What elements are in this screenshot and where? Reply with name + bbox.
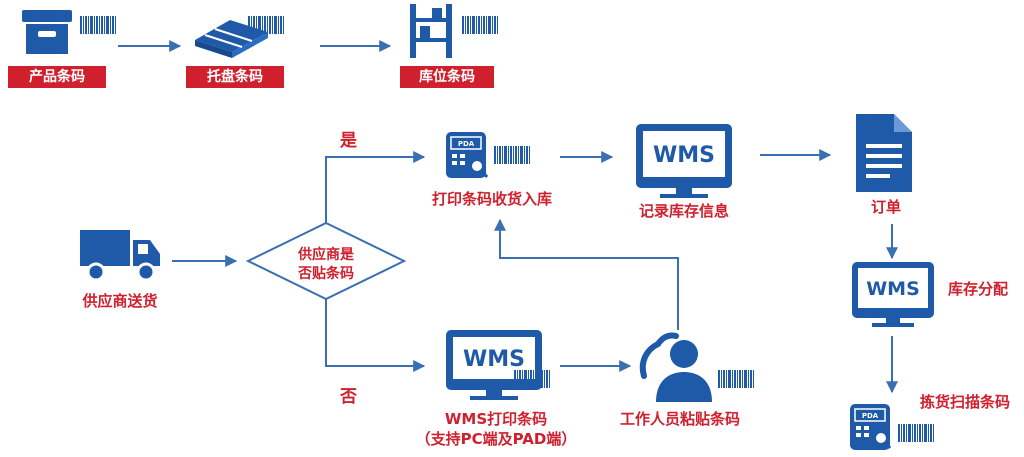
picking-scan-label: 拣货扫描条码 — [920, 393, 1011, 411]
order-document-icon — [856, 114, 912, 192]
wms-print-barcode-icon — [514, 370, 550, 388]
print-receive-label: 打印条码收货入库 — [431, 190, 553, 208]
picking-pda-icon: PDA — [850, 404, 892, 450]
yes-label: 是 — [340, 131, 357, 151]
inventory-allocation-label: 库存分配 — [948, 280, 1009, 298]
svg-text:PDA: PDA — [458, 140, 475, 148]
pallet-barcode-icon — [248, 16, 284, 34]
decision-line-2: 否贴条码 — [298, 266, 354, 282]
location-barcode-badge: 库位条码 — [400, 66, 494, 88]
pallet-icon — [195, 20, 268, 58]
svg-text:WMS: WMS — [463, 347, 525, 372]
pda-scanner-icon: PDA — [446, 132, 489, 178]
worker-barcode-icon — [718, 370, 754, 388]
record-inventory-label: 记录库存信息 — [638, 202, 730, 220]
picking-barcode-icon — [898, 424, 934, 442]
shelf-icon — [410, 4, 452, 58]
receive-barcode-icon — [494, 146, 530, 164]
supplier-delivery-label: 供应商送货 — [82, 292, 158, 310]
wms-allocation-monitor-icon: WMS — [852, 262, 934, 327]
product-barcode-icon — [80, 16, 116, 34]
wms-print-sub-label: （支持PC端及PAD端） — [415, 430, 577, 448]
product-box-icon — [22, 10, 72, 54]
decision-line-1: 供应商是 — [298, 247, 354, 263]
product-barcode-badge: 产品条码 — [8, 66, 106, 88]
order-label: 订单 — [870, 198, 902, 216]
location-barcode-icon — [462, 16, 498, 34]
arrow-worker-to-receive — [494, 218, 679, 330]
wms-print-monitor-icon: WMS — [446, 330, 542, 400]
wms-print-label: WMS打印条码 — [444, 410, 548, 428]
pallet-barcode-badge: 托盘条码 — [186, 66, 284, 88]
arrow-yes-branch — [325, 151, 426, 223]
worker-icon — [639, 332, 712, 402]
arrow-no-branch — [325, 299, 426, 372]
no-label: 否 — [340, 387, 357, 407]
svg-text:PDA: PDA — [862, 412, 879, 420]
decision-diamond — [245, 221, 407, 301]
truck-icon — [80, 230, 160, 282]
decision-text: 供应商是 否贴条码 — [266, 246, 386, 284]
svg-text:WMS: WMS — [866, 278, 920, 300]
wms-monitor-icon: WMS — [636, 124, 732, 198]
worker-apply-label: 工作人员粘贴条码 — [619, 410, 741, 428]
svg-text:WMS: WMS — [653, 143, 715, 168]
